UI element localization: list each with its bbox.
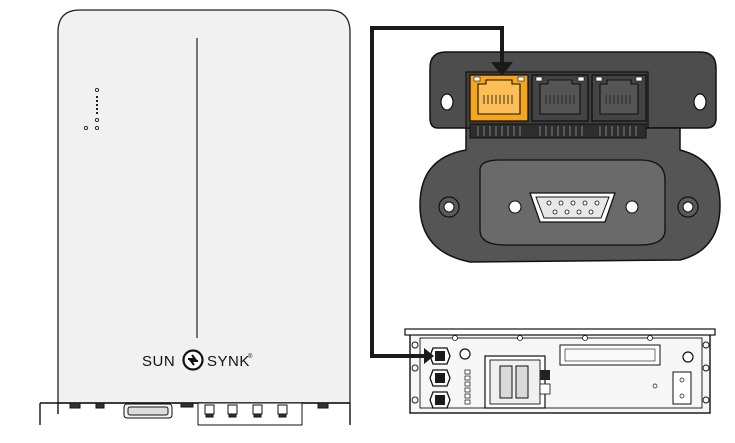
breaker [484,355,551,409]
brand-mark: ® [248,353,253,360]
battery-unit [404,328,716,414]
arrow-down-icon [491,62,513,76]
sunsynk-logo-icon [182,349,204,371]
battery-inner-frame [419,337,703,409]
power-button [459,348,471,360]
brand-text-left: SUN [142,353,175,370]
status-leds [83,87,100,131]
db9-port [529,192,616,223]
top-screws [452,335,653,341]
terminal-strip [469,123,647,139]
brand-text-right: SYNK [207,353,250,370]
battery-top-edge [404,328,716,336]
battery-leds [464,369,471,405]
brand-label: SUN SYNK ® [142,349,253,371]
side-holes [411,341,710,404]
cable-path [370,26,504,358]
bottom-connectors [69,402,329,426]
label-plate-inner [564,348,656,362]
comm-cable [370,26,513,364]
arrow-right-icon [424,348,434,364]
mount-hole-right [693,93,707,111]
mounting-bracket [39,402,351,425]
battery-comm-ports [429,347,451,409]
right-bracket [652,351,694,405]
rj45-port-3 [591,74,647,122]
rj45-port-highlighted [469,74,529,122]
inverter: SUN SYNK ® [39,9,351,426]
inverter-body [57,9,351,404]
side-screws [438,196,699,218]
comm-adapter [419,51,721,263]
status-led-bar [96,96,98,114]
mount-hole-left [440,93,454,111]
rj45-port-2 [531,74,589,122]
